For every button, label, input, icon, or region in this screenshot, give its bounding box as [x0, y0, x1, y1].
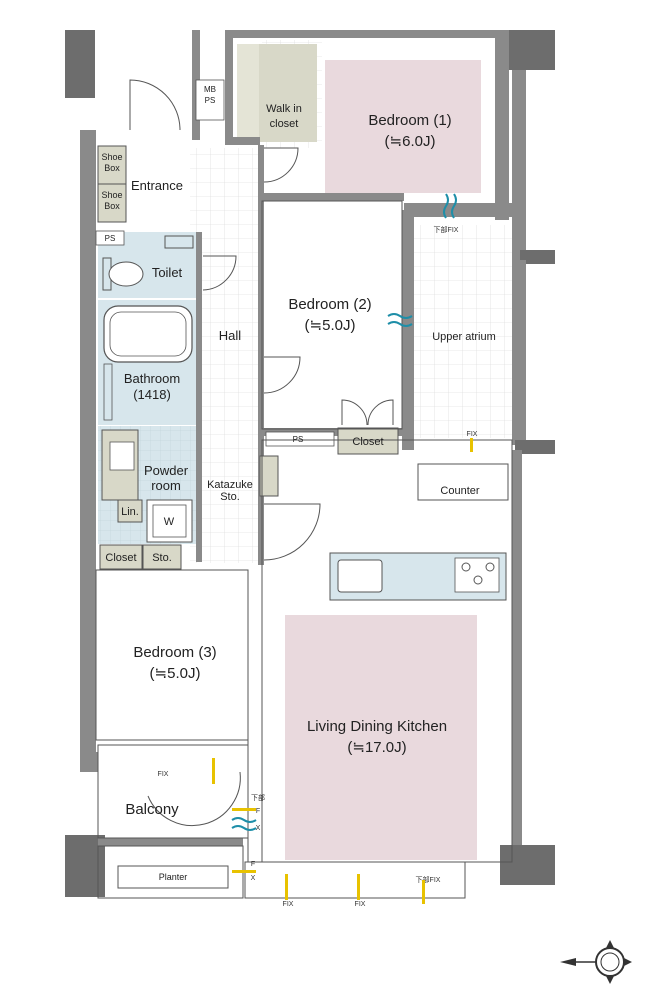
ps-entrance-label: PS [105, 234, 116, 243]
bedroom1-size: (≒6.0J) [385, 133, 436, 150]
planter-box [117, 865, 229, 889]
fix-markers: FIX FIX FIX FIX 下部FIX 下部FIX 下部 F X F X [158, 225, 478, 908]
ps-box-entrance [95, 230, 125, 246]
shoe-box-1-line1: Shoe [101, 152, 122, 162]
washer-label: W [164, 516, 175, 528]
bedroom3-size: (≒5.0J) [150, 665, 201, 682]
bedroom2-name: Bedroom (2) [288, 296, 371, 313]
bedroom2-size: (≒5.0J) [305, 317, 356, 334]
side-f-1: F [256, 808, 260, 815]
closet-bedroom2-label: Closet [352, 436, 383, 448]
ldk-name: Living Dining Kitchen [307, 718, 447, 735]
ldk-area [285, 615, 477, 860]
linen-box [117, 499, 143, 523]
katazuke-line2: Sto. [220, 491, 240, 503]
closet-bedroom3 [99, 544, 143, 570]
closet-bedroom3-label: Closet [105, 552, 136, 564]
sto-label: Sto. [152, 552, 172, 564]
katazuke-line1: Katazuke [207, 479, 253, 491]
fix-mark-atrium: FIX [467, 431, 478, 438]
wind-icons [231, 193, 457, 831]
ps-hall-label: PS [293, 435, 304, 444]
mbps-line1: MB [204, 85, 216, 94]
walk-in-closet-line2: closet [270, 118, 299, 130]
counter-box [417, 463, 509, 501]
shoe-box-2-line2: Box [104, 201, 120, 211]
hall-label: Hall [219, 328, 242, 343]
upper-atrium-floor [412, 225, 512, 438]
counter-label: Counter [440, 485, 479, 497]
wind-icon [451, 193, 457, 219]
side-x-1: X [256, 825, 261, 832]
door-swings [129, 79, 394, 827]
wind-icon [231, 825, 257, 831]
powder-room-line1: Powder [144, 463, 189, 478]
shoe-box-1-line2: Box [104, 163, 120, 173]
vanity [101, 429, 139, 501]
kitchen-island [329, 552, 507, 601]
side-x-2: X [251, 875, 256, 882]
shoe-box-2-line1: Shoe [101, 190, 122, 200]
powder-room-line2: room [151, 478, 181, 493]
lower-fix-bedroom1: 下部FIX [434, 225, 459, 234]
bedroom3-name: Bedroom (3) [133, 644, 216, 661]
bedroom1-area [325, 60, 481, 193]
mbps-line2: PS [205, 96, 216, 105]
toilet-fixture [102, 235, 194, 291]
wind-icon [443, 193, 449, 219]
bathtub [103, 305, 193, 421]
fix-mark-bedroom3: FIX [158, 771, 169, 778]
planter-label: Planter [159, 872, 188, 882]
side-fix-top: 下部 [251, 793, 265, 802]
bathroom-size: (1418) [133, 387, 171, 402]
fix-mark-ldk-2: FIX [355, 901, 366, 908]
upper-atrium-label: Upper atrium [432, 331, 496, 343]
wind-icon [387, 313, 413, 319]
toilet-label: Toilet [152, 265, 183, 280]
walls [65, 30, 555, 897]
ldk-size: (≒17.0J) [347, 739, 406, 756]
closet-bedroom2 [337, 427, 399, 455]
compass-icon [560, 940, 632, 984]
walk-in-closet-line1: Walk in [266, 103, 302, 115]
side-f-2: F [251, 861, 255, 868]
bathroom-name: Bathroom [124, 371, 180, 386]
entrance-label: Entrance [131, 178, 183, 193]
balcony-label: Balcony [125, 801, 179, 818]
fix-mark-ldk-1: FIX [283, 901, 294, 908]
wind-icon [387, 321, 413, 327]
lower-fix-ldk: 下部FIX [416, 875, 441, 884]
sto-box [142, 544, 182, 570]
katazuke-box [259, 455, 279, 497]
linen-label: Lin. [121, 506, 139, 518]
ps-box-hall [265, 431, 335, 447]
mbps-box [195, 79, 225, 121]
wind-icon [231, 817, 257, 823]
bedroom1-name: Bedroom (1) [368, 112, 451, 129]
